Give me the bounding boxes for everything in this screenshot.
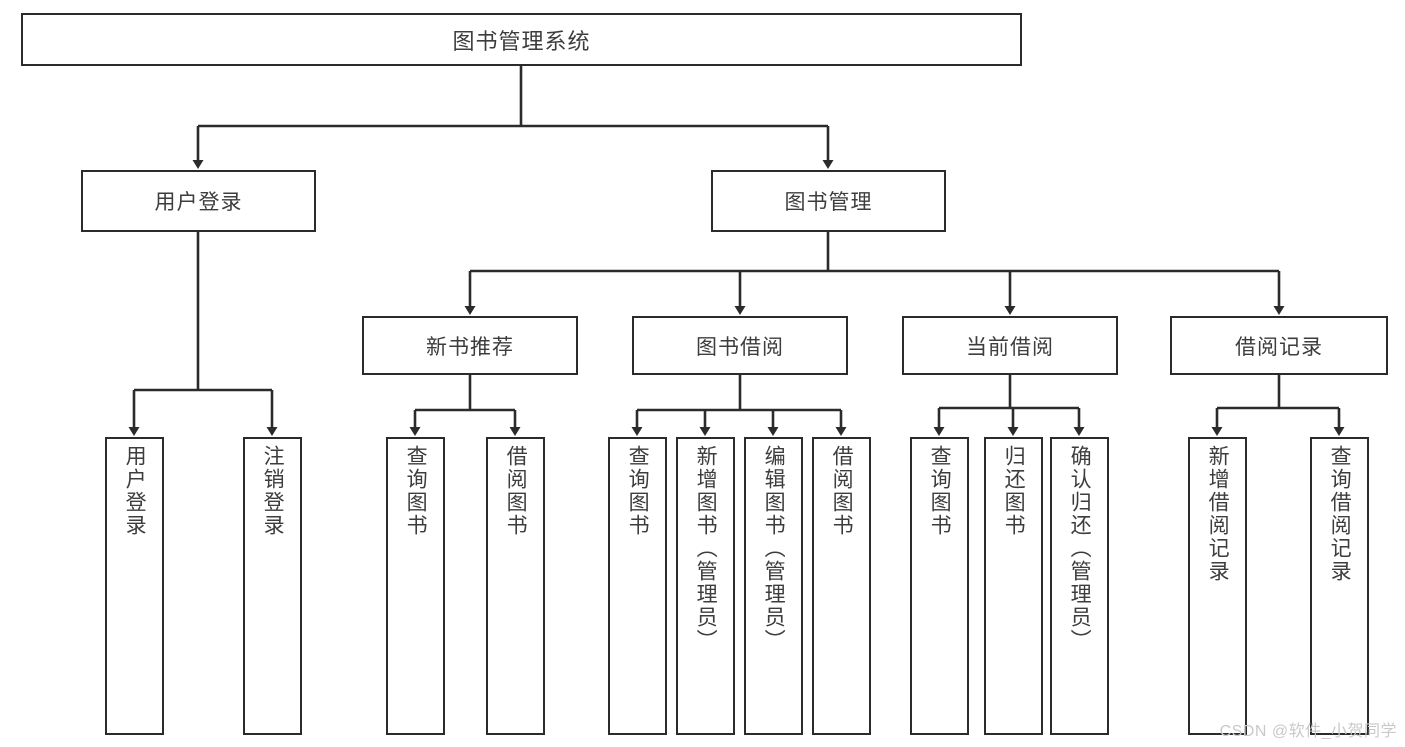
leaf-node-query-book-8: 查询图书 (910, 437, 969, 735)
leaf-node-return-book-9: 归还图书 (984, 437, 1043, 735)
node-label: 当前借阅 (966, 335, 1054, 359)
node-label: 用户登录 (154, 191, 243, 214)
node-label: 用户登录 (123, 445, 147, 537)
node-label: 借阅图书 (504, 445, 528, 537)
node-label: 查询图书 (626, 445, 650, 537)
leaf-node-borrow-book-3: 借阅图书 (486, 437, 545, 735)
node-label: 借阅记录 (1235, 335, 1323, 359)
leaf-node-query-borrow-record-12: 查询借阅记录 (1310, 437, 1369, 735)
level2-node-book-management-1: 图书管理 (711, 170, 946, 232)
node-label: 注销登录 (261, 445, 285, 537)
leaf-node-confirm-return-admin-10: 确认归还（管理员） (1050, 437, 1109, 735)
node-label: 编辑图书（管理员） (762, 445, 786, 652)
watermark-text: CSDN @软件_小贺同学 (1219, 723, 1397, 740)
level3-node-current-borrow-2: 当前借阅 (902, 316, 1118, 375)
node-label: 新增借阅记录 (1206, 445, 1230, 583)
leaf-node-add-book-admin-5: 新增图书（管理员） (676, 437, 735, 735)
level3-node-new-book-recommend-0: 新书推荐 (362, 316, 578, 375)
node-label: 归还图书 (1002, 445, 1026, 537)
node-label: 确认归还（管理员） (1068, 445, 1092, 652)
root-node-book-management-system: 图书管理系统 (21, 13, 1022, 66)
node-label: 图书借阅 (696, 335, 784, 359)
node-label: 新增图书（管理员） (694, 445, 718, 652)
leaf-node-query-book-4: 查询图书 (608, 437, 667, 735)
leaf-node-user-login-0: 用户登录 (105, 437, 164, 735)
node-label: 查询图书 (404, 445, 428, 537)
level3-node-borrow-record-3: 借阅记录 (1170, 316, 1388, 375)
leaf-node-borrow-book-7: 借阅图书 (812, 437, 871, 735)
node-label: 图书管理系统 (452, 28, 591, 54)
node-label: 新书推荐 (426, 335, 514, 359)
node-label: 查询图书 (928, 445, 952, 537)
node-label: 借阅图书 (830, 445, 854, 537)
level3-node-book-borrow-1: 图书借阅 (632, 316, 848, 375)
leaf-node-query-book-2: 查询图书 (386, 437, 445, 735)
level2-node-user-login-0: 用户登录 (81, 170, 316, 232)
leaf-node-add-borrow-record-11: 新增借阅记录 (1188, 437, 1247, 735)
leaf-node-logout-1: 注销登录 (243, 437, 302, 735)
leaf-node-edit-book-admin-6: 编辑图书（管理员） (744, 437, 803, 735)
node-label: 查询借阅记录 (1328, 445, 1352, 583)
node-label: 图书管理 (784, 191, 873, 214)
